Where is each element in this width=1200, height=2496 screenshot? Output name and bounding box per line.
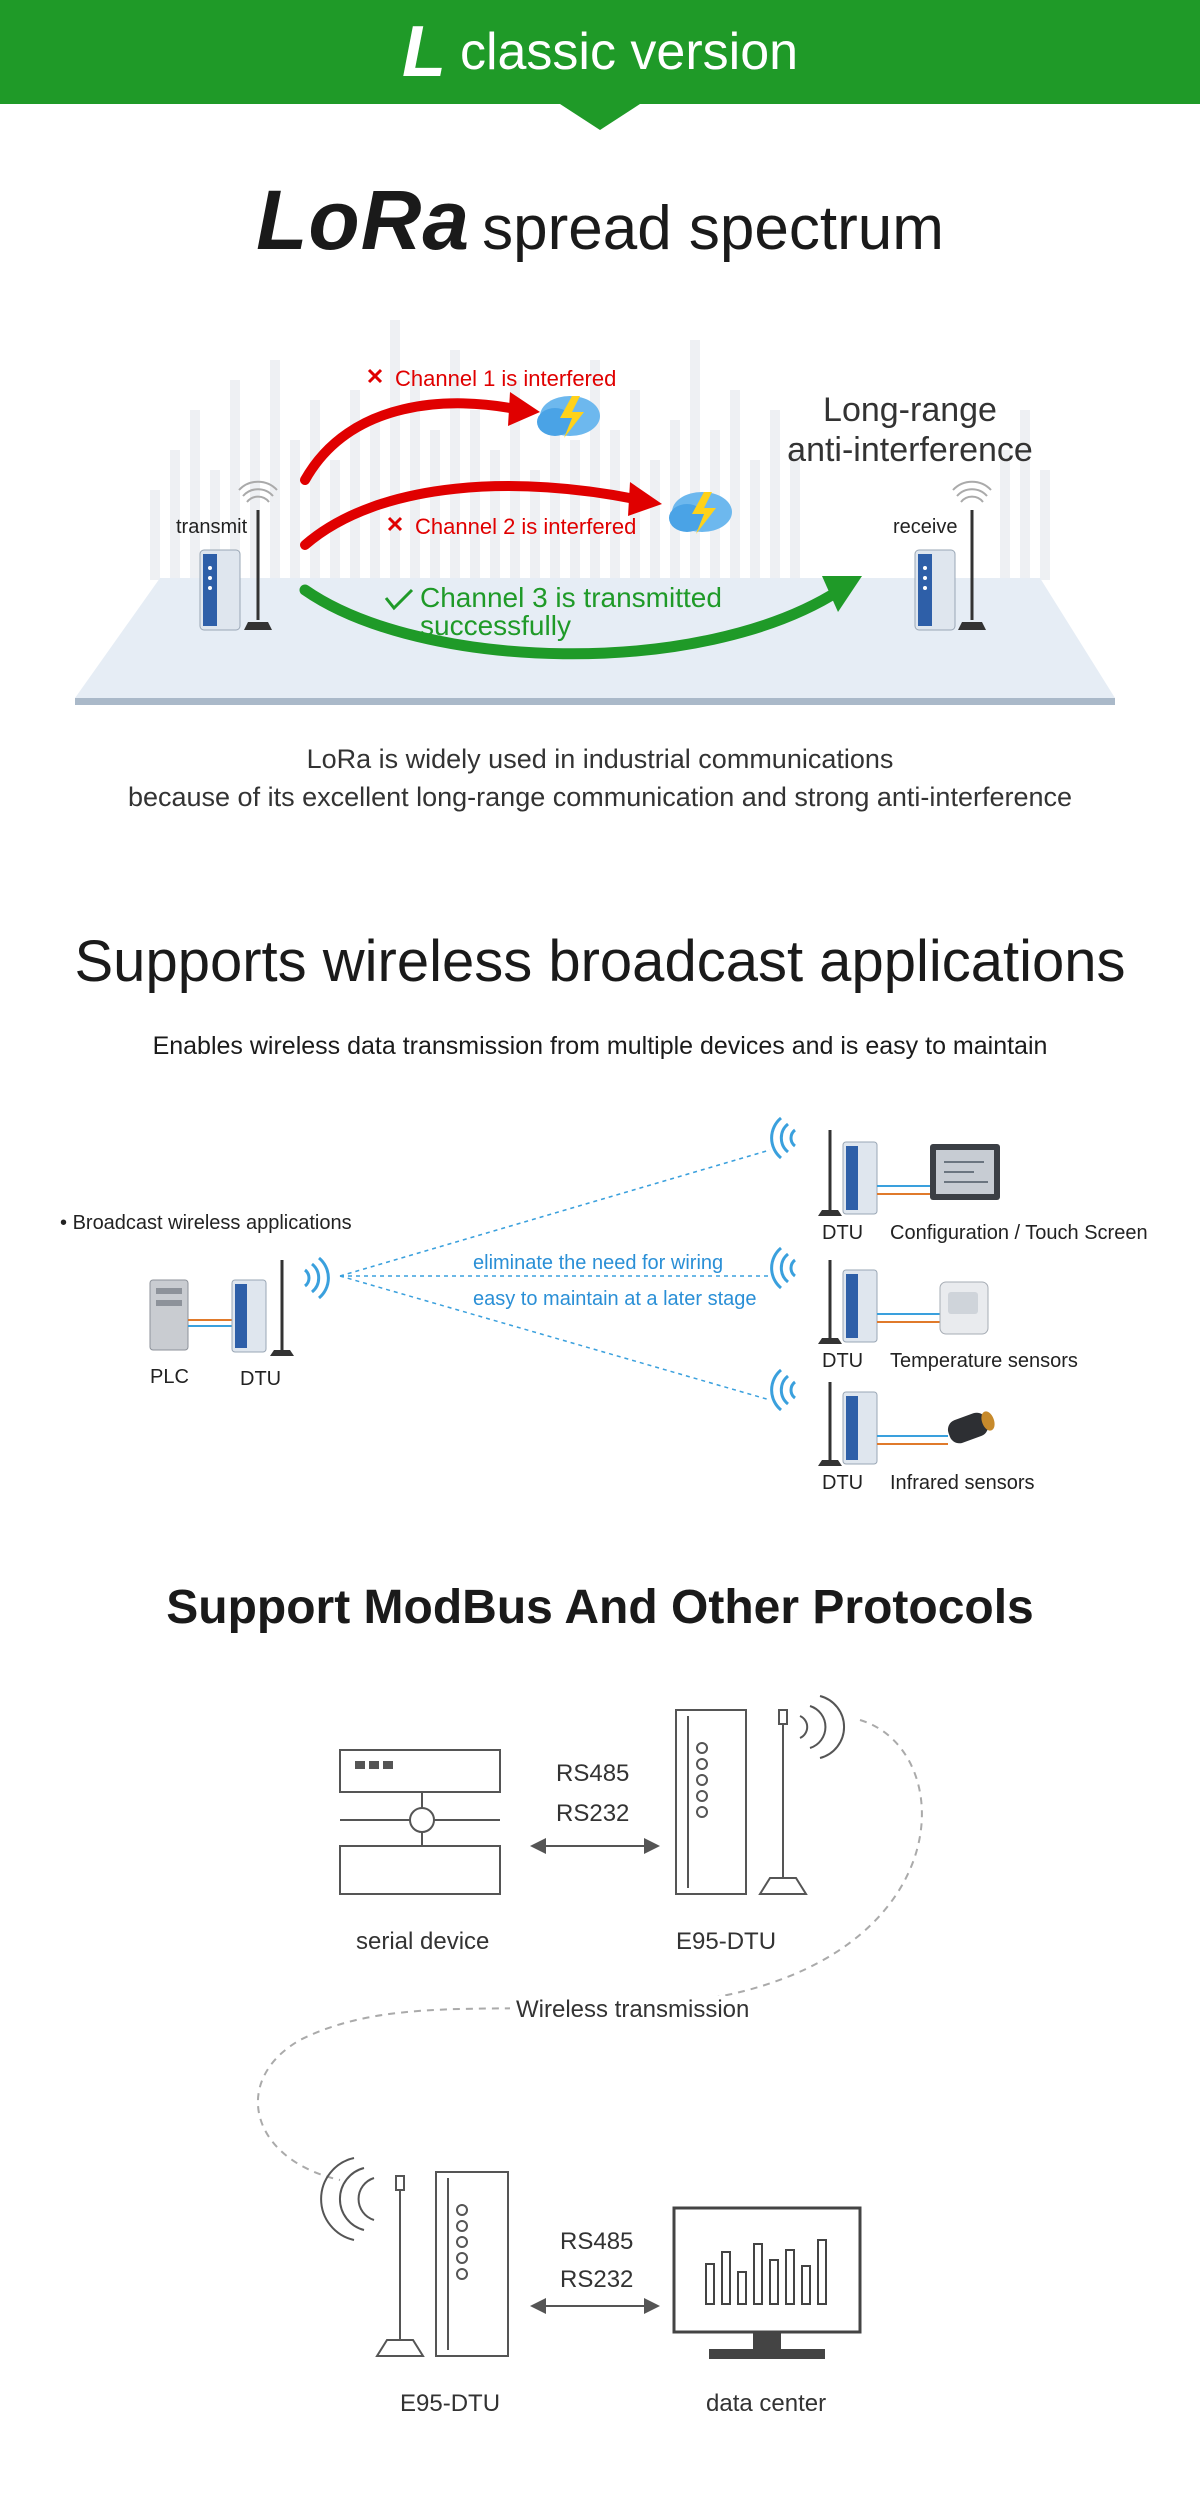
banner-pointer xyxy=(560,104,640,130)
receive-dtu-icon xyxy=(914,480,992,631)
interference-cloud-icon xyxy=(669,492,732,534)
target1-device-label: Configuration / Touch Screen xyxy=(890,1222,1148,1244)
source-dtu-icon xyxy=(231,1260,294,1356)
transmit-dtu-icon xyxy=(199,480,278,631)
e95-dtu-label-bottom: E95-DTU xyxy=(400,2390,501,2417)
x-icon xyxy=(387,516,403,532)
broadcast-subtitle: Enables wireless data transmission from … xyxy=(152,1032,1048,1060)
channel2-arrowhead xyxy=(628,482,662,516)
broadcast-diagram xyxy=(149,1116,1000,1466)
rs485-label-bottom: RS485 xyxy=(560,2228,634,2255)
rs485-label-top: RS485 xyxy=(556,1760,630,1787)
lora-description: LoRa is widely used in industrial commun… xyxy=(0,740,1200,816)
channel2-label: Channel 2 is interfered xyxy=(415,514,637,539)
target3-device-label: Infrared sensors xyxy=(890,1472,1035,1494)
banner-title: L classic version xyxy=(0,0,1200,104)
lora-spectrum-illustration xyxy=(75,320,1115,705)
data-center-label: data center xyxy=(706,2390,827,2417)
channel3-label: Channel 3 is transmitted successfully xyxy=(420,584,722,640)
ground-edge xyxy=(75,698,1115,705)
banner-letter: L xyxy=(401,12,446,92)
serial-device-icon xyxy=(339,1749,501,1895)
serial-device-label: serial device xyxy=(356,1928,490,1955)
target2-device-label: Temperature sensors xyxy=(890,1350,1078,1372)
bidirectional-arrow-icon xyxy=(530,1838,660,1854)
x-icon xyxy=(367,368,383,384)
monitor-icon xyxy=(672,2206,862,2359)
rs232-label-top: RS232 xyxy=(556,1800,630,1827)
rs232-label-bottom: RS232 xyxy=(560,2266,634,2293)
channel3-label-line1: Channel 3 is transmitted xyxy=(420,582,722,613)
channel3-label-line2: successfully xyxy=(420,610,571,641)
wiring-note: eliminate the need for wiring xyxy=(473,1252,724,1274)
broadcast-bullet: • Broadcast wireless applications xyxy=(60,1212,352,1234)
touch-screen-icon xyxy=(930,1144,1000,1200)
infrared-sensor-icon xyxy=(947,1411,995,1444)
temperature-sensor-icon xyxy=(939,1281,989,1335)
broadcast-title: Supports wireless broadcast applications xyxy=(74,929,1126,994)
channel3-arrowhead xyxy=(822,576,862,612)
channel1-arrow xyxy=(300,398,525,485)
long-range-label: Long-range anti-interference xyxy=(780,390,1040,470)
modbus-title: Support ModBus And Other Protocols xyxy=(166,1581,1034,1634)
interference-cloud-icon xyxy=(537,396,600,438)
plc-label: PLC xyxy=(150,1366,189,1388)
maintenance-note: easy to maintain at a later stage xyxy=(473,1288,757,1310)
lora-description-line2: because of its excellent long-range comm… xyxy=(127,782,1073,812)
broadcast-links xyxy=(339,1149,771,1401)
e95-dtu-icon xyxy=(320,2157,509,2357)
bidirectional-arrow-icon xyxy=(530,2298,660,2314)
target-dtu-icon xyxy=(770,1116,930,1216)
long-range-line2: anti-interference xyxy=(787,431,1033,469)
e95-dtu-label-top: E95-DTU xyxy=(676,1928,777,1955)
lora-description-line1: LoRa is widely used in industrial commun… xyxy=(306,744,894,774)
lora-title-rest: spread spectrum xyxy=(482,194,944,263)
lora-title-brand: LoRa xyxy=(256,173,471,267)
target2-dtu-label: DTU xyxy=(822,1350,864,1372)
e95-dtu-icon xyxy=(675,1695,846,1895)
transmit-label: transmit xyxy=(176,516,248,538)
modbus-diagram xyxy=(257,1695,923,2359)
channel1-arrowhead xyxy=(508,392,540,426)
target3-dtu-label: DTU xyxy=(822,1472,864,1494)
channel1-label: Channel 1 is interfered xyxy=(395,366,617,391)
target1-dtu-label: DTU xyxy=(822,1222,864,1244)
source-dtu-label: DTU xyxy=(240,1368,282,1390)
check-icon xyxy=(384,588,414,611)
target-dtu-icon xyxy=(770,1246,940,1344)
signal-icon xyxy=(303,1256,330,1300)
wireless-label: Wireless transmission xyxy=(510,1996,756,2024)
channel2-arrow xyxy=(300,481,645,550)
broadcast-bullet-text: Broadcast wireless applications xyxy=(72,1212,352,1234)
target-dtu-icon xyxy=(770,1368,948,1466)
channel3-arrow xyxy=(299,584,846,660)
header-banner xyxy=(0,0,1200,104)
banner-label: classic version xyxy=(459,23,799,81)
plc-icon xyxy=(149,1279,232,1351)
receive-label: receive xyxy=(893,516,958,538)
long-range-line1: Long-range xyxy=(823,391,997,429)
